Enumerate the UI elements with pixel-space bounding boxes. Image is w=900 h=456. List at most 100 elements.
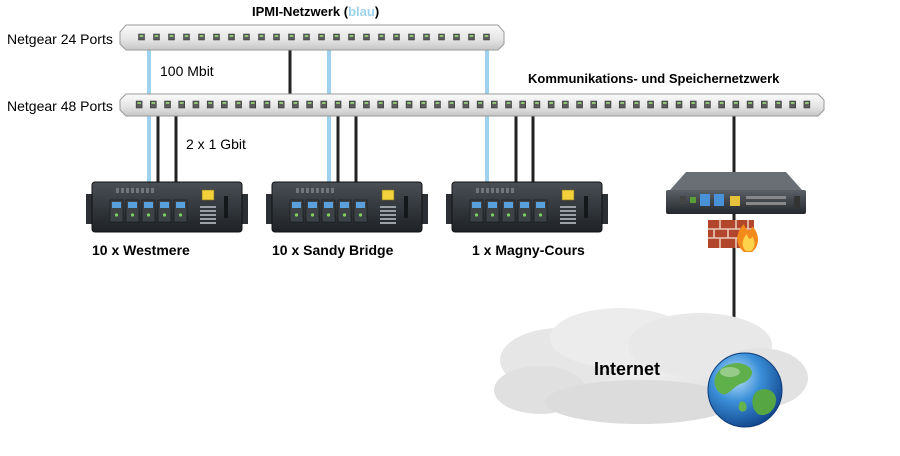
port-led [244, 35, 249, 37]
port-led [222, 102, 227, 104]
vent-slot [506, 188, 509, 193]
switch-port [333, 33, 340, 41]
ipmi-speed-label: 100 Mbit [160, 63, 214, 79]
vent-slot [131, 188, 134, 193]
port-led [364, 102, 369, 104]
rack-ear [602, 194, 608, 224]
drive-led [294, 213, 299, 217]
switch-port [363, 33, 370, 41]
port-led [334, 35, 339, 37]
vent-slot [296, 188, 299, 193]
switch-port [213, 33, 220, 41]
drive-led [178, 213, 183, 217]
switch-port [135, 100, 143, 109]
port-led [421, 102, 426, 104]
switch-port [206, 100, 214, 109]
server-handle [404, 196, 408, 218]
cluster-label-magny-cours: 1 x Magny-Cours [472, 242, 585, 258]
vent-slot [316, 188, 319, 193]
network-label: Kommunikations- und Speichernetzwerk [528, 71, 780, 86]
switch-port [675, 100, 683, 109]
switch-port [377, 100, 384, 109]
drive-led [506, 213, 511, 217]
status-light [561, 189, 575, 201]
switch-port [505, 100, 512, 109]
port-led [137, 102, 141, 104]
port-led [319, 35, 324, 37]
switch-port [198, 33, 205, 41]
vent-slot [306, 188, 309, 193]
switch-port [448, 100, 455, 109]
switch-port [263, 100, 271, 109]
switch-port [661, 100, 669, 109]
port-led [691, 102, 696, 104]
port-led [634, 102, 639, 104]
switch-port [292, 100, 299, 109]
rack-ear [86, 194, 92, 224]
switch-port [775, 100, 782, 109]
port-led [179, 102, 184, 104]
drive-led [162, 213, 167, 217]
switch-port [363, 100, 370, 109]
diagram-title: IPMI-Netzwerk (blau) [252, 4, 380, 19]
switch-port [633, 100, 640, 109]
switch-port [153, 33, 160, 41]
vent-slot [136, 188, 139, 193]
port-led [293, 102, 298, 104]
port-led [409, 35, 414, 37]
drive-label [144, 202, 153, 208]
drive-label [292, 202, 301, 208]
port-led [236, 102, 241, 104]
drive-label [324, 202, 333, 208]
vent-slot [481, 188, 484, 193]
port-led [719, 102, 724, 104]
switch-port [803, 100, 811, 109]
switch-port [408, 33, 415, 41]
switch-port [288, 33, 295, 41]
switch-port [718, 100, 725, 109]
drive-led [114, 213, 119, 217]
switch-port [476, 100, 484, 109]
switch-port [277, 100, 285, 109]
panel-line [560, 214, 576, 216]
panel-line [380, 210, 396, 212]
switch-port [547, 100, 555, 109]
port-led [464, 102, 468, 104]
switch-port [618, 100, 626, 109]
port-led [259, 35, 264, 37]
drive-label [488, 202, 497, 208]
switch-port [228, 33, 235, 41]
drive-label [340, 202, 349, 208]
port-led [229, 35, 234, 37]
vent-slot [486, 188, 489, 193]
switch-port [590, 100, 598, 109]
drive-led [326, 213, 331, 217]
switch-24-ports [119, 24, 505, 51]
switch-port [391, 100, 399, 109]
internet-label: Internet [594, 359, 661, 379]
drive-led [522, 213, 527, 217]
rack-ear [266, 194, 272, 224]
vent-slot [116, 188, 119, 193]
port-led [379, 35, 384, 37]
status-light [201, 189, 215, 201]
cluster-label-sandy-bridge: 10 x Sandy Bridge [272, 242, 394, 258]
title-highlight: blau [348, 4, 375, 19]
port-led [139, 35, 144, 37]
drive-label [520, 202, 529, 208]
data-speed-label: 2 x 1 Gbit [186, 136, 246, 152]
port-led [307, 102, 312, 104]
vent-slot [151, 188, 154, 193]
drive-led [474, 213, 479, 217]
switch-port [306, 100, 313, 109]
globe-icon [707, 352, 783, 428]
panel-line [380, 218, 396, 220]
panel-line [560, 206, 576, 208]
switch-port [320, 100, 328, 109]
vent-slot [476, 188, 479, 193]
panel-line [380, 214, 396, 216]
panel-line [200, 210, 216, 212]
switch-port [483, 33, 490, 41]
switch-port [604, 100, 612, 109]
